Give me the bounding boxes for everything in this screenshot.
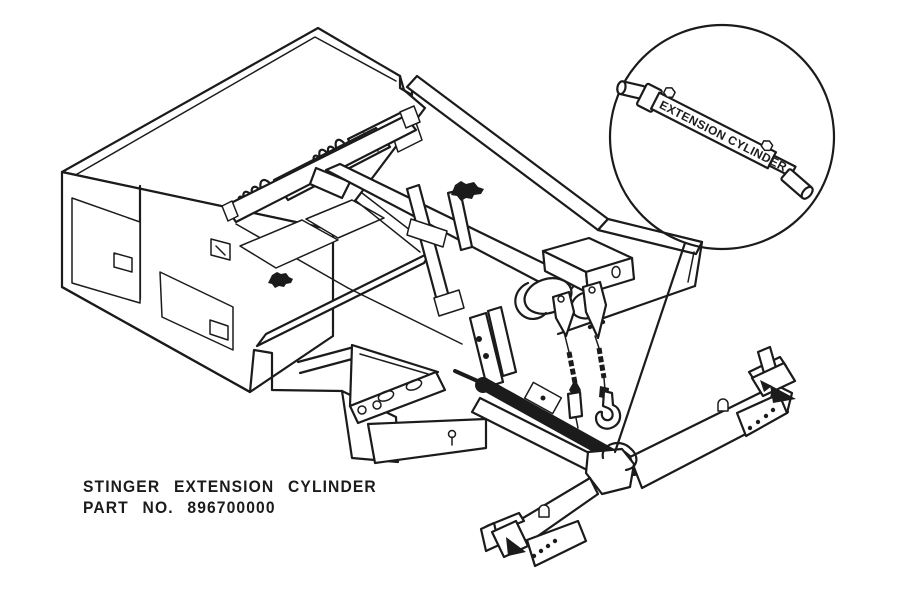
door-handle <box>210 320 228 340</box>
wheel-fork-bracket <box>749 347 796 403</box>
callout-leader-line <box>615 243 685 452</box>
boom-head <box>515 238 634 338</box>
callout-cylinder: EXTENSION CYLINDER <box>609 65 827 202</box>
shackle <box>553 292 574 336</box>
callout-label: EXTENSION CYLINDER <box>657 98 789 175</box>
subframe <box>298 345 486 463</box>
fork-receiver <box>737 394 787 436</box>
mast-a-frame <box>407 185 472 316</box>
wheel-fork-bracket <box>481 513 528 557</box>
ink-blot <box>451 181 484 201</box>
tow-hook-icon <box>596 391 620 429</box>
shackle <box>583 282 606 338</box>
caption-part-number: PART NO. 896700000 <box>83 498 276 517</box>
hex-fitting <box>760 139 774 153</box>
callout-circle <box>610 25 834 249</box>
tow-crossbar <box>481 347 796 566</box>
cable-turnbuckle <box>568 392 582 418</box>
door-handle <box>114 253 132 272</box>
rear-crossmember <box>368 419 486 463</box>
toolbox-door-panel <box>72 198 140 303</box>
ink-blot <box>268 272 293 288</box>
crossbar-center-block <box>586 449 634 494</box>
boom-assembly <box>310 164 578 296</box>
caption-title: STINGER EXTENSION CYLINDER <box>83 477 377 496</box>
hex-fitting <box>663 86 677 100</box>
winch-cables <box>564 332 620 429</box>
stinger-elbow <box>470 307 516 387</box>
